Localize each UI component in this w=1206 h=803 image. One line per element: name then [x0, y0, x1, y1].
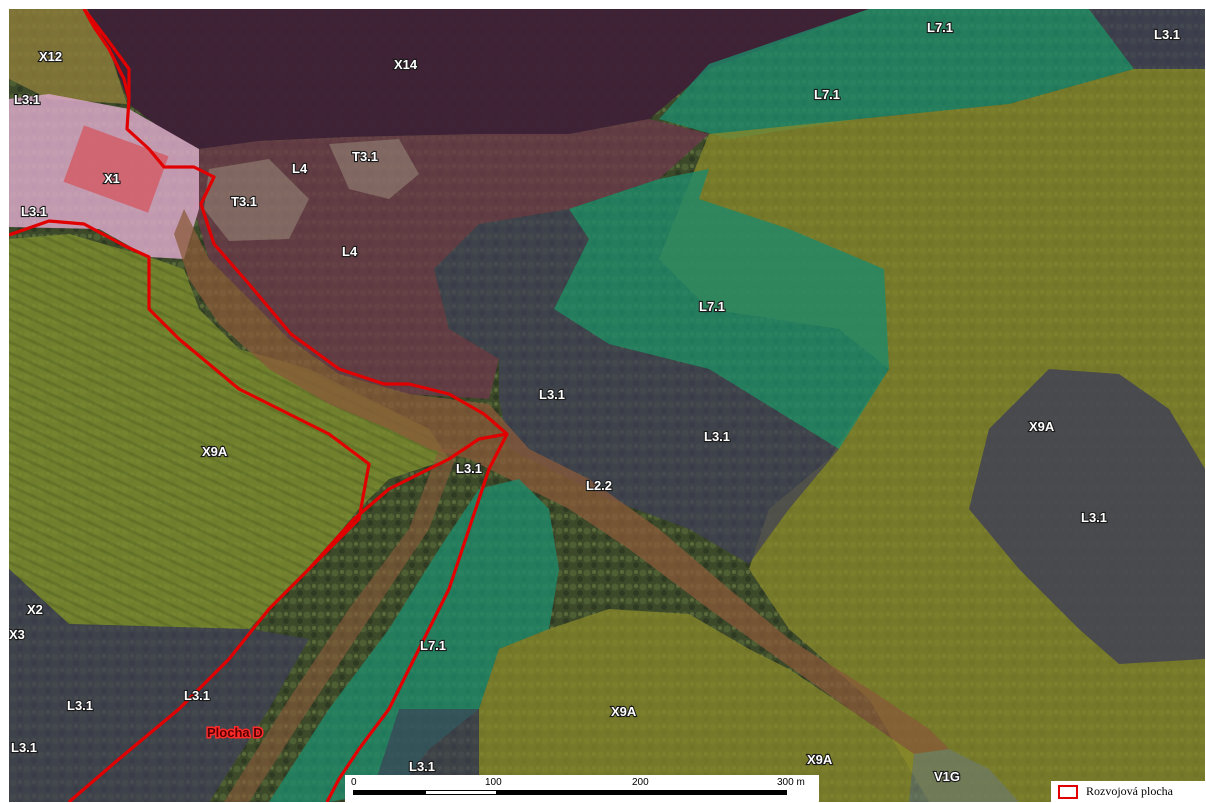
habitat-x9a-lower — [479, 609, 914, 802]
building-roof — [63, 125, 169, 213]
development-boundary[interactable] — [9, 9, 509, 802]
scale-tick-label: 300 m — [777, 777, 805, 788]
map-canvas[interactable]: X12 X14 L7.1 L3.1 L3.1 L7.1 X1 L4 T3.1 T… — [9, 9, 1205, 802]
habitat-l3-1-bottom-left — [9, 569, 309, 802]
scale-tick-label: 0 — [351, 777, 357, 788]
habitat-label: T3.1 — [231, 194, 257, 209]
habitat-label: L4 — [342, 244, 358, 259]
habitat-l3-1-corner — [1089, 9, 1205, 69]
habitat-l3-1-center — [434, 209, 839, 564]
habitat-label: L3.1 — [409, 759, 435, 774]
habitat-l7-1-center — [554, 169, 889, 449]
habitat-label: L3.1 — [1154, 27, 1180, 42]
habitat-label: T3.1 — [352, 149, 378, 164]
habitat-label: X2 — [27, 602, 43, 617]
red-outline-rectangle-icon — [1058, 784, 1078, 799]
habitat-label: X3 — [9, 627, 25, 642]
habitat-label: X9A — [611, 704, 637, 719]
habitat-label: L7.1 — [699, 299, 725, 314]
habitat-label: L2.2 — [586, 478, 612, 493]
habitat-label: L3.1 — [11, 740, 37, 755]
water-x14 — [84, 9, 869, 149]
habitat-label: L7.1 — [814, 87, 840, 102]
habitat-l4 — [194, 119, 709, 399]
habitat-label: L7.1 — [927, 20, 953, 35]
scale-segment — [425, 790, 497, 795]
habitat-labels: X12 X14 L7.1 L3.1 L3.1 L7.1 X1 L4 T3.1 T… — [9, 19, 1181, 785]
habitat-label: L3.1 — [184, 688, 210, 703]
scale-tick-label: 100 — [485, 777, 502, 788]
habitat-label: L3.1 — [704, 429, 730, 444]
habitat-l2-2 — [174, 209, 949, 754]
scale-segment — [642, 790, 787, 795]
scale-segment — [353, 790, 425, 795]
scale-segment — [497, 790, 642, 795]
habitat-label: X1 — [104, 171, 120, 186]
habitat-label: L7.1 — [420, 638, 446, 653]
habitat-label: L3.1 — [539, 387, 565, 402]
habitat-label: X9A — [807, 752, 833, 767]
habitat-label: L3.1 — [456, 461, 482, 476]
habitat-l7-1-top — [659, 9, 1134, 139]
habitat-label: X9A — [202, 444, 228, 459]
habitat-l7-1-lower — [269, 479, 559, 802]
map-legend: Rozvojová plocha — [1051, 781, 1205, 802]
trail-branch — [224, 449, 459, 802]
legend-label: Rozvojová plocha — [1086, 784, 1173, 798]
map-view[interactable]: X12 X14 L7.1 L3.1 L3.1 L7.1 X1 L4 T3.1 T… — [9, 9, 1205, 802]
habitat-label: L3.1 — [14, 92, 40, 107]
habitat-label: X14 — [394, 57, 418, 72]
area-label-plocha-d: Plocha D — [207, 725, 263, 740]
habitat-t3-1-b — [329, 139, 419, 199]
habitat-label: L3.1 — [67, 698, 93, 713]
habitat-x9a-left — [9, 234, 449, 629]
scale-bar: 0 100 200 300 m — [345, 775, 819, 802]
habitat-label: X12 — [39, 49, 62, 64]
habitat-label: L4 — [292, 161, 308, 176]
habitat-label: V1G — [934, 769, 960, 784]
habitat-label: L3.1 — [21, 204, 47, 219]
habitat-v1g — [909, 749, 1019, 802]
habitat-l3-1-right — [969, 369, 1205, 664]
habitat-t3-1-a — [204, 159, 309, 241]
habitat-label: X9A — [1029, 419, 1055, 434]
scale-tick-label: 200 — [632, 777, 649, 788]
habitat-label: L3.1 — [1081, 510, 1107, 525]
